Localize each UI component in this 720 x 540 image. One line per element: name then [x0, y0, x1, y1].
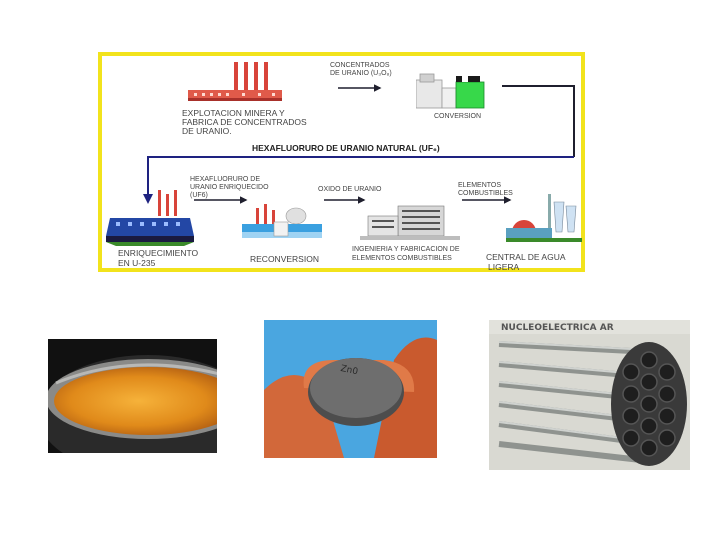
label-ingenieria-2: ELEMENTOS COMBUSTIBLES — [352, 255, 452, 263]
label-ingenieria-1: INGENIERIA Y FABRICACION DE — [352, 246, 460, 254]
conversion-plant-icon — [416, 68, 488, 110]
label-hexa-enriquecido-3: (UF6) — [190, 192, 208, 200]
label-hexa-enriquecido-1: HEXAFLUORURO DE — [190, 176, 260, 184]
label-central-1: CENTRAL DE AGUA — [486, 252, 566, 262]
label-hexa-enriquecido-2: URANIO ENRIQUECIDO — [190, 184, 269, 192]
label-central-2: LIGERA — [488, 262, 519, 272]
reconversion-plant-icon — [242, 202, 326, 246]
fuel-assembly-sign: NUCLEOELECTRICA AR — [501, 323, 614, 333]
label-hexafluoruro-natural: HEXAFLUORURO DE URANIO NATURAL (UF₆) — [252, 144, 440, 152]
enrichment-plant-icon — [106, 188, 196, 246]
label-concentrados-formula: DE URANIO (U₃O₈) — [330, 70, 392, 78]
mining-factory-icon — [188, 60, 284, 104]
label-enriquecimiento-1: ENRIQUECIMIENTO — [118, 248, 198, 258]
fuel-fabrication-icon — [360, 202, 462, 246]
label-elementos-2: COMBUSTIBLES — [458, 190, 513, 198]
label-concentrados: CONCENTRADOS — [330, 62, 390, 70]
uranium-disc-photo: Zn0 — [264, 320, 437, 458]
power-plant-icon — [506, 192, 584, 246]
yellowcake-photo — [48, 339, 217, 453]
label-reconversion: RECONVERSION — [250, 254, 319, 264]
label-mining-3: DE URANIO. — [182, 126, 232, 136]
fuel-assembly-photo: NUCLEOELECTRICA AR — [489, 320, 690, 470]
return-line-conversion — [502, 86, 574, 157]
label-oxido: OXIDO DE URANIO — [318, 186, 381, 194]
label-conversion: CONVERSION — [434, 113, 481, 121]
nuclear-fuel-cycle-diagram: CONCENTRADOS DE URANIO (U₃O₈) EXPLOTACIO… — [98, 52, 585, 272]
label-enriquecimiento-2: EN U-235 — [118, 258, 155, 268]
label-elementos-1: ELEMENTOS — [458, 182, 501, 190]
